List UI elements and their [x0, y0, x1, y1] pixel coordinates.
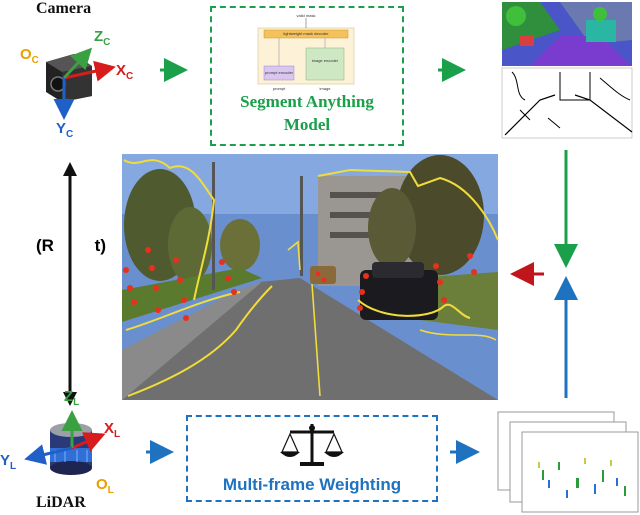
edge-map-image [501, 67, 633, 139]
lidar-title: LiDAR [36, 494, 86, 511]
camera-y-label: YC [56, 120, 74, 140]
lidar-x-axis-arrow [71, 432, 106, 452]
sam-inner-prompt-encoder: prompt encoder [265, 70, 294, 75]
translation-label: t) [94, 236, 106, 255]
sam-inner-image-encoder: image encoder [311, 58, 339, 63]
sam-inner-decoder: lightweight mask decoder [283, 31, 329, 36]
sam-inner-top: valid mask [296, 13, 316, 18]
point-cloud-frames [497, 411, 639, 513]
camera-x-label: XC [116, 62, 134, 82]
sam-module-box [210, 6, 404, 146]
sam-inner-image: image [319, 86, 331, 91]
camera-x-axis-arrow [63, 60, 116, 82]
lidar-y-label: YL [0, 452, 17, 472]
lidar-y-axis-arrow [24, 444, 73, 465]
sam-architecture-thumbnail [257, 18, 355, 85]
transform-label: (R t) [36, 236, 106, 256]
lidar-z-label: ZL [64, 388, 80, 408]
projected-point-cloud-scene [122, 154, 499, 400]
mfw-module-box [186, 415, 438, 502]
sam-inner-prompt: prompt [272, 86, 286, 91]
segmentation-mask-image [502, 2, 632, 66]
rotation-label: (R [36, 236, 54, 255]
camera-z-axis-arrow [62, 47, 93, 80]
camera-z-label: ZC [94, 28, 111, 48]
camera-title: Camera [36, 0, 92, 17]
sam-module-label: Segment Anything Model [240, 92, 374, 134]
camera-origin-label: OC [20, 46, 39, 66]
lidar-x-label: XL [104, 420, 121, 440]
lidar-origin-label: OL [96, 476, 114, 496]
mfw-module-label: Multi-frame Weighting [222, 475, 402, 494]
balance-scale-icon [280, 424, 344, 466]
